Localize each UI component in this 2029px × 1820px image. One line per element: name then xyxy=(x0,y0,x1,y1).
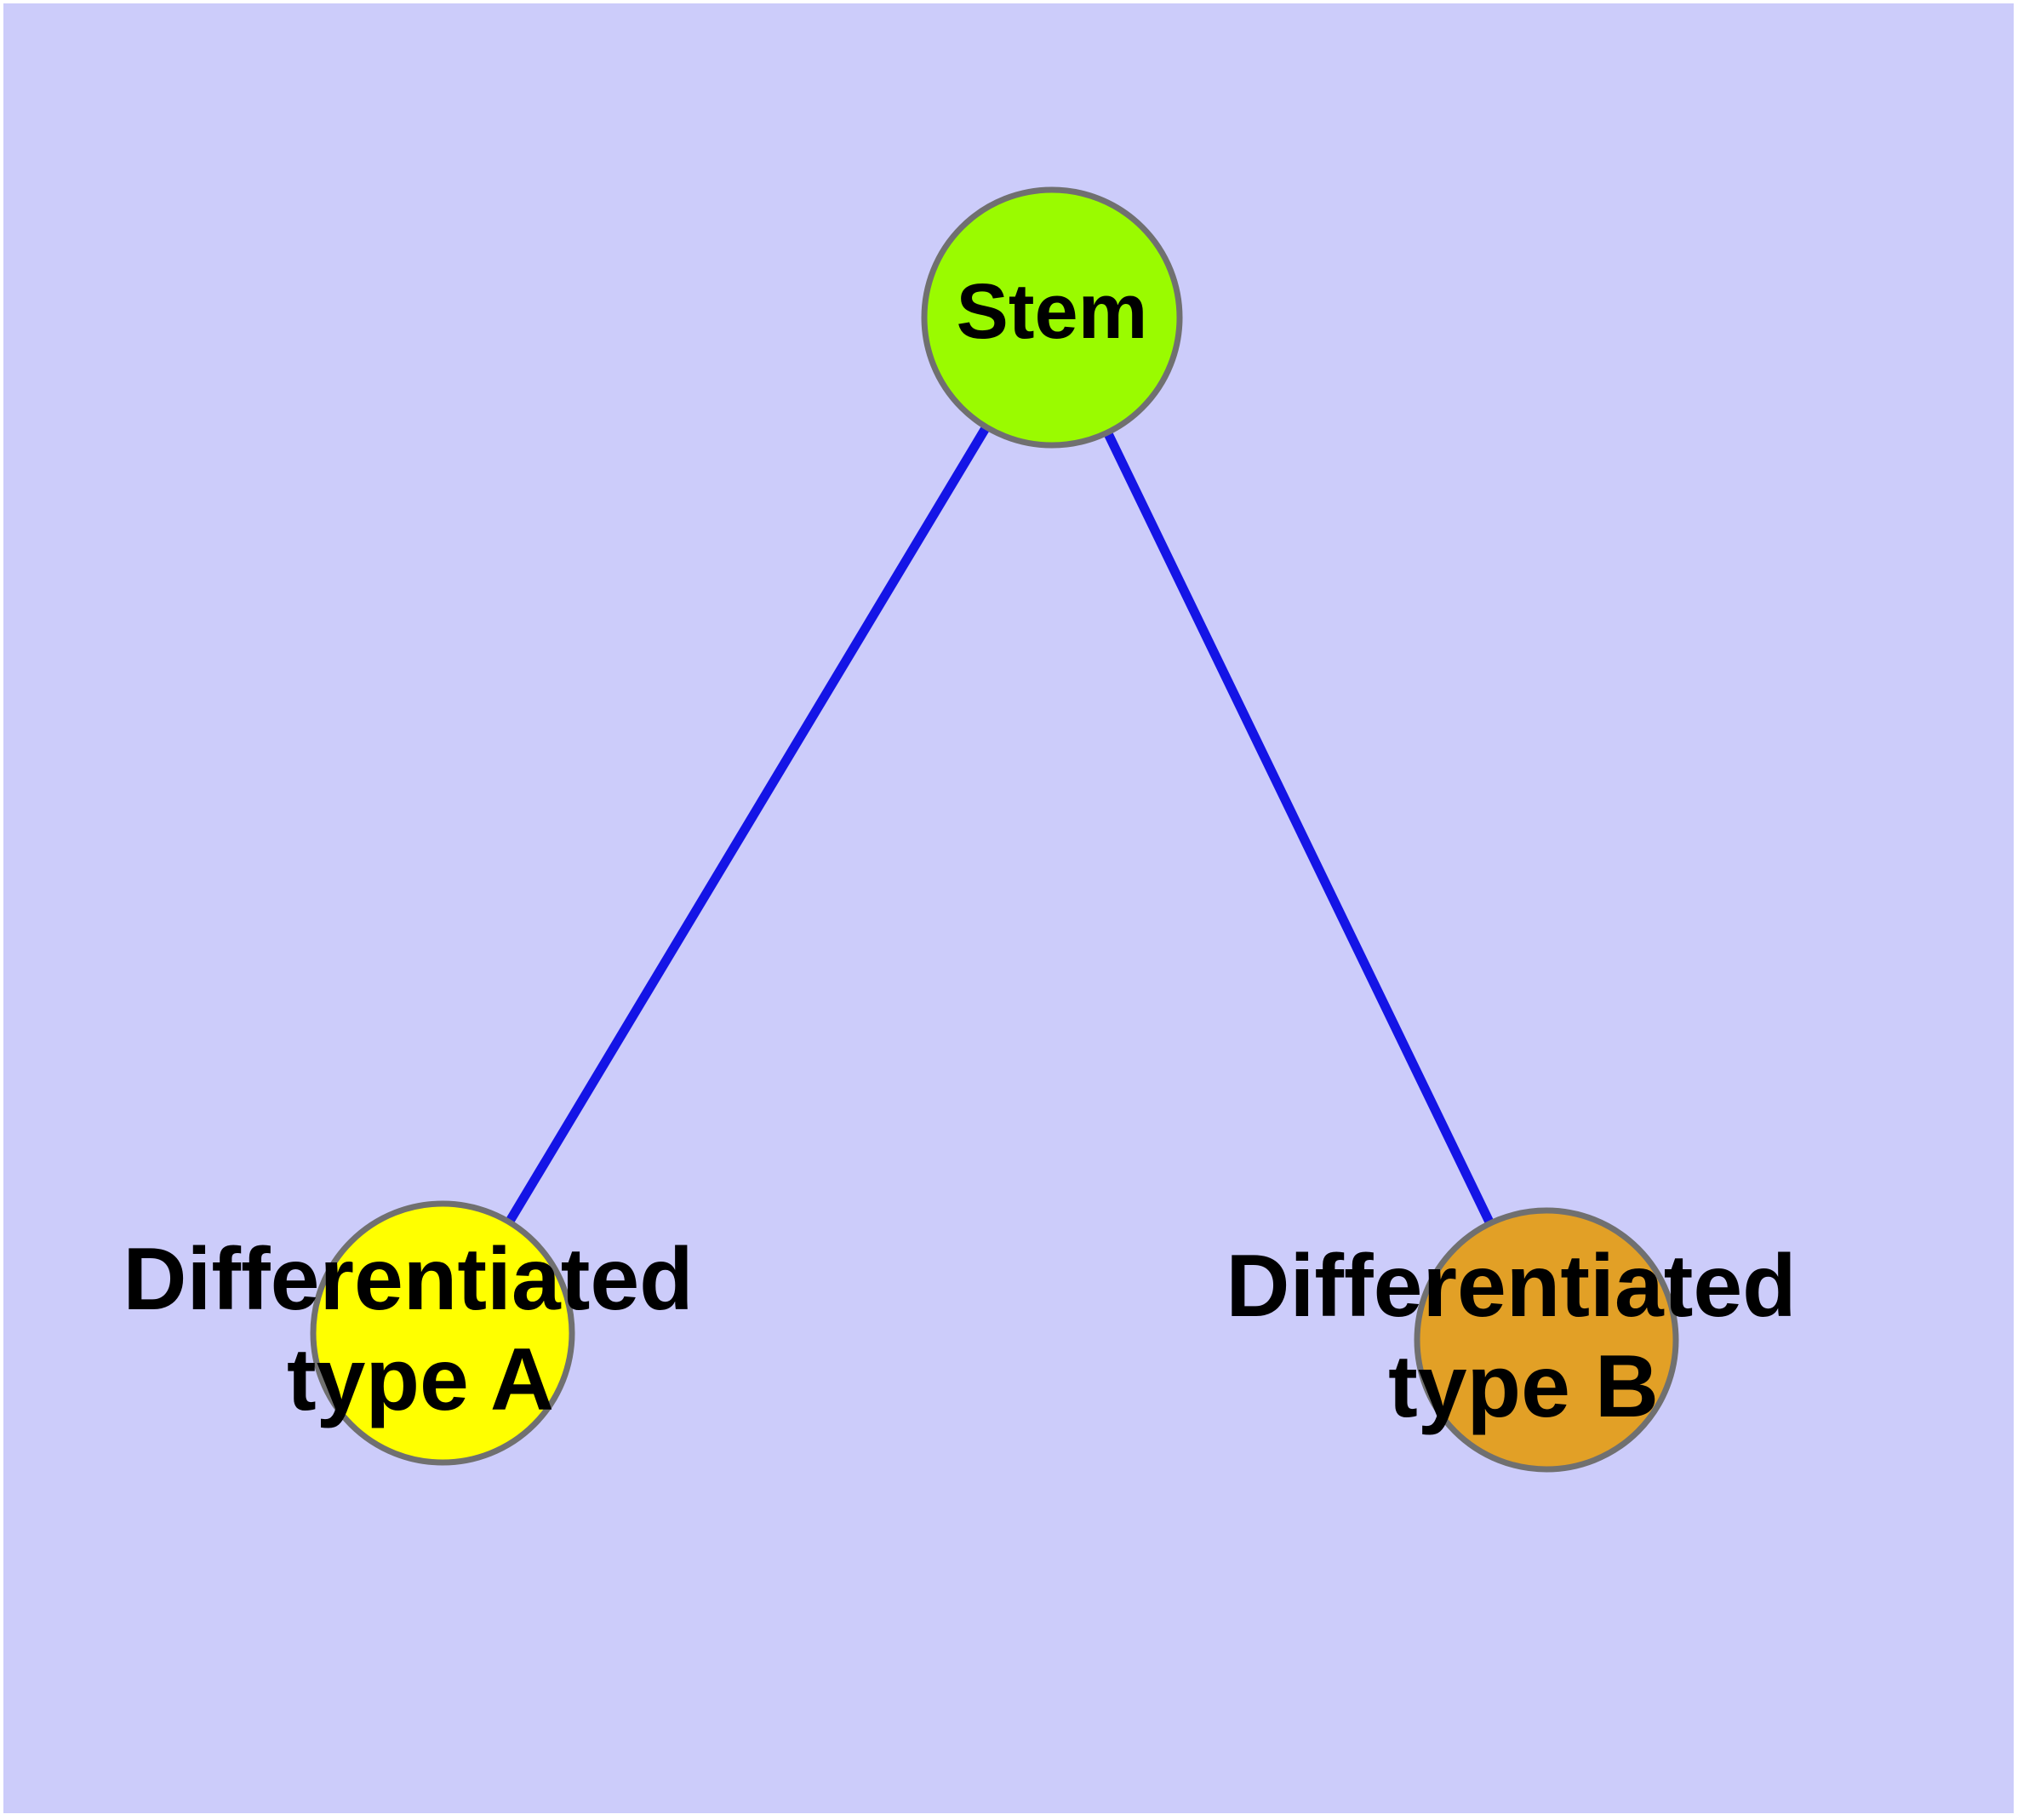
label-layer: Stem Differentiated type A Differentiate… xyxy=(123,268,1820,1436)
node-label-differentiated-type-b: Differentiated type B xyxy=(1226,1237,1820,1436)
edge-layer xyxy=(438,315,1551,1342)
node-label-type-a-line1: Differentiated xyxy=(123,1230,693,1329)
edge-stem-to-differentiated-type-a[interactable] xyxy=(438,315,1056,1336)
node-layer xyxy=(310,186,1679,1473)
edge-stem-to-differentiated-type-b[interactable] xyxy=(1048,315,1551,1342)
node-stem[interactable] xyxy=(921,186,1183,449)
node-label-type-a-line2: type A xyxy=(287,1331,554,1429)
node-label-type-b-line1: Differentiated xyxy=(1226,1237,1796,1336)
node-differentiated-type-a[interactable] xyxy=(310,1200,575,1466)
node-label-differentiated-type-a: Differentiated type A xyxy=(123,1230,717,1429)
node-differentiated-type-b[interactable] xyxy=(1414,1207,1679,1473)
node-label-stem-line1: Stem xyxy=(957,268,1148,355)
node-label-type-b-line2: type B xyxy=(1388,1337,1659,1436)
node-label-stem: Stem xyxy=(957,268,1148,355)
